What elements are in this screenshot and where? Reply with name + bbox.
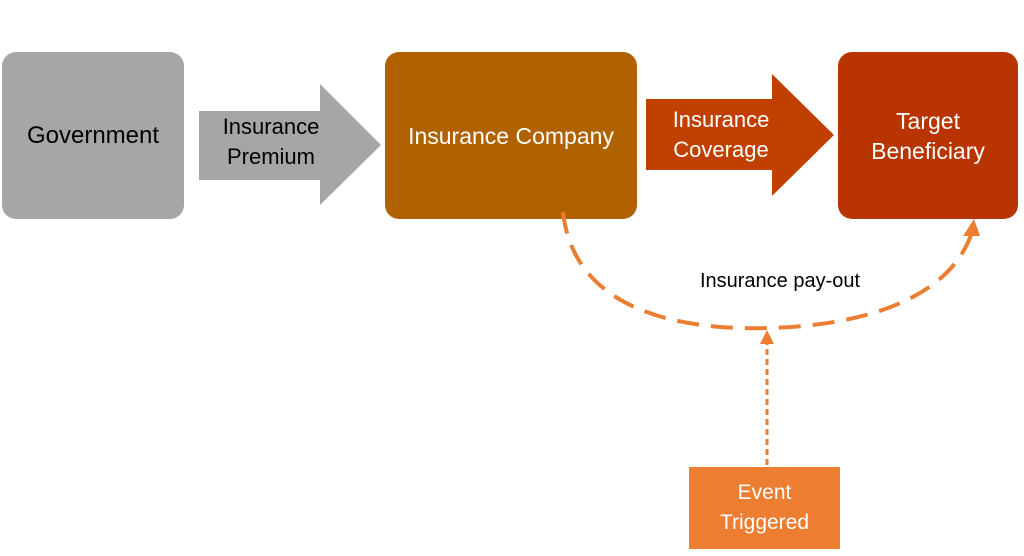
target-beneficiary-node: Target Beneficiary (838, 52, 1018, 219)
event-trigger-arrowhead (760, 330, 774, 344)
insurance-payout-arrowhead (963, 219, 980, 236)
insurance-payout-curve (561, 211, 974, 331)
insurance-premium-arrow-shape (199, 84, 381, 205)
insurance-coverage-arrow-shape (646, 74, 834, 196)
insurance-coverage-label: Insurance Coverage (672, 107, 770, 162)
insurance-company-node: Insurance Company (385, 52, 637, 219)
insurance-premium-arrow (199, 84, 381, 205)
insurance-premium-label: Insurance Premium (222, 114, 320, 169)
event-triggered-node: Event Triggered (689, 467, 840, 549)
insurance-payout-label: Insurance pay-out (699, 270, 861, 292)
government-node: Government (2, 52, 184, 219)
insurance-coverage-arrow (646, 74, 834, 196)
